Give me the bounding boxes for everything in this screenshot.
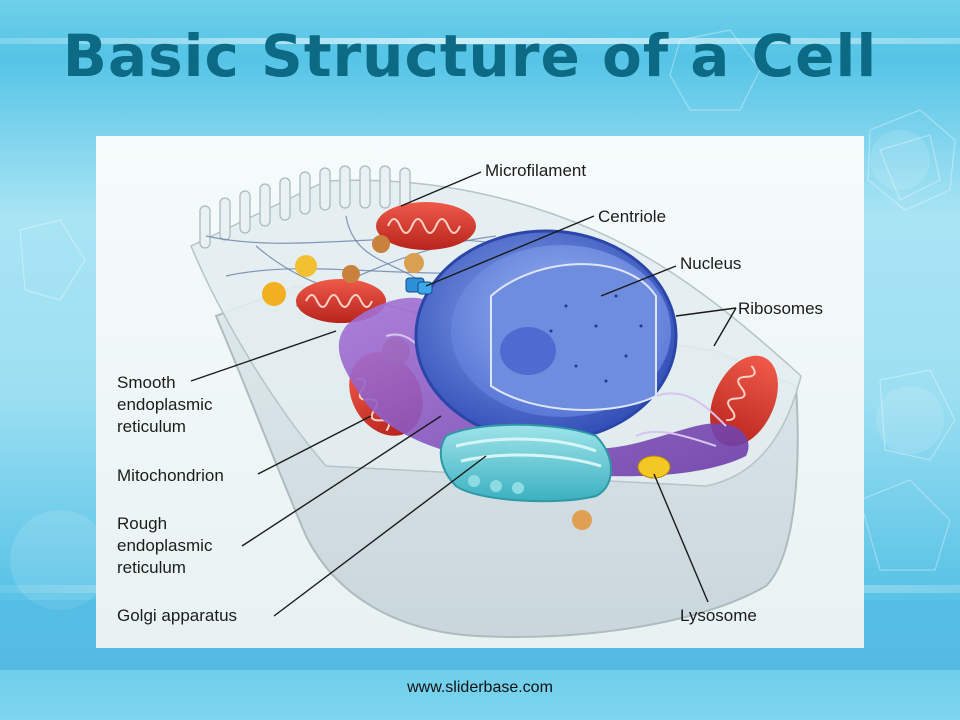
chromatin-dots xyxy=(549,294,643,383)
mitochondrion-left xyxy=(296,279,386,323)
label-mitochondrion: Mitochondrion xyxy=(117,466,224,485)
label-line: Smooth xyxy=(117,373,176,392)
label-line: Rough xyxy=(117,514,168,533)
lysosome xyxy=(637,455,671,479)
crystal-shape xyxy=(19,219,86,301)
mitochondrion-right xyxy=(710,355,778,447)
top-band xyxy=(0,38,960,44)
label-smooth-er: Smooth endoplasmic reticulum xyxy=(117,372,212,438)
leader-lines xyxy=(190,171,737,617)
label-lysosome: Lysosome xyxy=(680,606,757,625)
crystal-shape xyxy=(879,369,956,461)
cell-diagram-panel xyxy=(96,136,864,648)
deco-bubble xyxy=(10,510,110,610)
label-line: endoplasmic xyxy=(117,395,213,414)
nucleolus xyxy=(500,327,556,375)
label-golgi: Golgi apparatus xyxy=(117,606,238,625)
crystal-shape xyxy=(867,109,956,211)
label-ribosomes: Ribosomes xyxy=(738,299,824,318)
cell-illustration xyxy=(190,165,802,638)
label-nucleus: Nucleus xyxy=(680,254,742,273)
microvilli xyxy=(199,165,411,249)
label-microfilament: Microfilament xyxy=(485,161,587,180)
slide-title: Basic Structure of a Cell xyxy=(62,22,878,90)
crystal-shape xyxy=(669,29,761,111)
crystal-shape xyxy=(879,134,941,201)
label-line: reticulum xyxy=(117,417,186,436)
mitochondrion-top xyxy=(376,202,476,250)
label-centriole: Centriole xyxy=(598,207,667,226)
deco-bubble xyxy=(870,130,930,190)
label-line: endoplasmic xyxy=(117,536,213,555)
footer-url: www.sliderbase.com xyxy=(407,679,553,696)
golgi-apparatus xyxy=(439,423,612,503)
crystal-shape xyxy=(859,479,951,571)
label-line: reticulum xyxy=(117,558,186,577)
label-rough-er: Rough endoplasmic reticulum xyxy=(117,513,212,579)
deco-bubble xyxy=(876,386,944,454)
